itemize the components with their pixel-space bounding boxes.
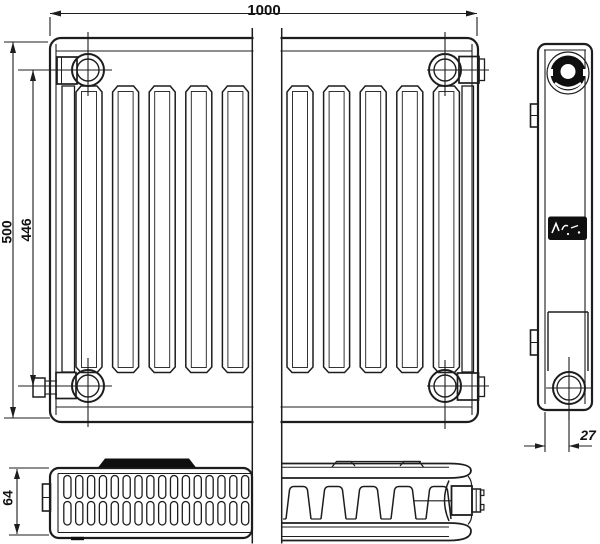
convector-fin bbox=[285, 485, 312, 520]
grille-slot bbox=[157, 474, 167, 500]
flute bbox=[111, 85, 140, 374]
convector-fin bbox=[320, 485, 347, 520]
flute bbox=[75, 85, 103, 374]
dim-width-text: 1000 bbox=[247, 2, 280, 19]
section-fitting bbox=[413, 475, 485, 525]
grille-slot bbox=[98, 474, 108, 500]
grille-slot bbox=[193, 474, 202, 500]
front-edge-channel-right bbox=[461, 85, 475, 373]
grille-slot bbox=[98, 500, 108, 526]
grille-slot bbox=[146, 500, 155, 526]
grille-slot bbox=[75, 500, 84, 526]
dimension-height-500 bbox=[4, 41, 50, 419]
flute bbox=[432, 85, 461, 374]
grille-slot bbox=[181, 474, 191, 500]
tapping-bottom-left bbox=[32, 358, 105, 427]
dim-depth-text: 64 bbox=[0, 490, 16, 506]
brand-badge bbox=[548, 216, 587, 240]
convector-fins bbox=[283, 485, 452, 520]
side-body-outline bbox=[536, 42, 594, 412]
tapping-top-right bbox=[427, 32, 489, 96]
flute bbox=[185, 85, 213, 374]
top-view-outline bbox=[48, 466, 254, 540]
grille-slot bbox=[110, 474, 120, 500]
grille-slot bbox=[134, 500, 143, 526]
front-flutes bbox=[75, 85, 461, 374]
dimension-width-1000 bbox=[49, 10, 478, 36]
flute bbox=[396, 85, 424, 374]
grille-slot bbox=[86, 474, 96, 500]
dimension-depth-64 bbox=[9, 467, 49, 536]
grille-slot bbox=[63, 500, 72, 526]
grille-slots bbox=[63, 474, 250, 526]
grille-slot bbox=[63, 474, 72, 500]
dimension-pitch-446 bbox=[18, 69, 112, 387]
grille-slot bbox=[75, 474, 84, 500]
front-view bbox=[32, 32, 489, 429]
dim-height-text: 500 bbox=[0, 220, 15, 244]
dim-pitch-text: 446 bbox=[18, 218, 34, 242]
side-bottom-connection bbox=[546, 311, 593, 420]
convector-fin bbox=[355, 485, 382, 520]
flute bbox=[359, 85, 387, 374]
break-gap bbox=[253, 24, 281, 440]
convector-fin bbox=[425, 485, 452, 520]
grille-slot bbox=[157, 500, 167, 526]
grille-slot bbox=[217, 474, 226, 500]
grille-slot bbox=[169, 500, 179, 526]
break-lines bbox=[251, 28, 283, 544]
grille-slot bbox=[122, 474, 131, 500]
grille-slot bbox=[181, 500, 191, 526]
grille-slot bbox=[240, 500, 250, 526]
grille-slot bbox=[146, 474, 155, 500]
top-grille-clip bbox=[98, 458, 196, 468]
flute bbox=[148, 85, 176, 374]
grille-slot bbox=[217, 500, 226, 526]
dimension-offset-27 bbox=[524, 412, 592, 452]
convector-fin bbox=[390, 485, 417, 520]
grille-slot bbox=[205, 500, 214, 526]
flute bbox=[286, 85, 314, 374]
grille-slot bbox=[134, 474, 143, 500]
flute bbox=[322, 85, 351, 374]
grille-slot bbox=[229, 500, 238, 526]
grille-slot bbox=[240, 474, 250, 500]
side-view bbox=[529, 42, 594, 420]
grille-slot bbox=[86, 500, 96, 526]
front-edge-channel-left bbox=[61, 85, 76, 373]
dim-offset-text: 27 bbox=[579, 427, 597, 443]
top-view bbox=[41, 458, 254, 541]
grille-slot bbox=[205, 474, 214, 500]
grille-slot bbox=[110, 500, 120, 526]
grille-slot bbox=[169, 474, 179, 500]
grille-slot bbox=[193, 500, 202, 526]
section-view bbox=[282, 460, 485, 542]
side-top-bushing bbox=[546, 51, 590, 95]
grille-slot bbox=[122, 500, 131, 526]
grille-slot bbox=[229, 474, 238, 500]
flute bbox=[221, 85, 250, 374]
tapping-bottom-right bbox=[427, 360, 489, 429]
